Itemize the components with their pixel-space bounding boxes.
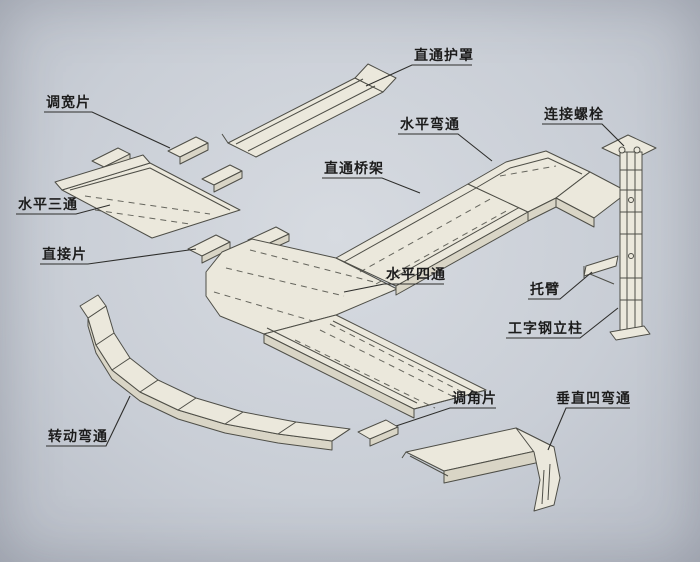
part-i-beam-column — [601, 134, 657, 341]
label-width-adjust-piece: 调宽片 — [46, 95, 91, 111]
part-rotating-bend — [79, 294, 351, 451]
label-direct-piece: 直接片 — [42, 247, 87, 263]
label-horizontal-bend: 水平弯通 — [400, 117, 460, 133]
part-angle-adjust-piece — [357, 419, 399, 447]
part-horizontal-tee — [54, 154, 241, 239]
label-straight-cover: 直通护罩 — [414, 48, 474, 64]
part-vertical-concave-bend — [401, 427, 561, 512]
part-connecting-bolt — [618, 146, 641, 154]
label-horizontal-tee: 水平三通 — [18, 197, 78, 213]
part-tray-to-column — [555, 171, 629, 228]
leader-lines — [16, 64, 630, 451]
label-support-arm: 托臂 — [530, 282, 560, 298]
label-i-beam-column: 工字钢立柱 — [508, 321, 583, 337]
label-connecting-bolt: 连接螺栓 — [544, 107, 604, 123]
label-rotating-bend: 转动弯通 — [48, 429, 108, 445]
label-angle-adjust-piece: 调角片 — [452, 391, 497, 407]
part-support-arm — [583, 255, 619, 285]
label-horizontal-cross: 水平四通 — [386, 267, 446, 283]
part-straight-cover — [221, 63, 397, 158]
part-lower-tray — [263, 314, 487, 419]
label-straight-tray: 直通桥架 — [324, 161, 384, 177]
label-vertical-concave-bend: 垂直凹弯通 — [556, 391, 631, 407]
